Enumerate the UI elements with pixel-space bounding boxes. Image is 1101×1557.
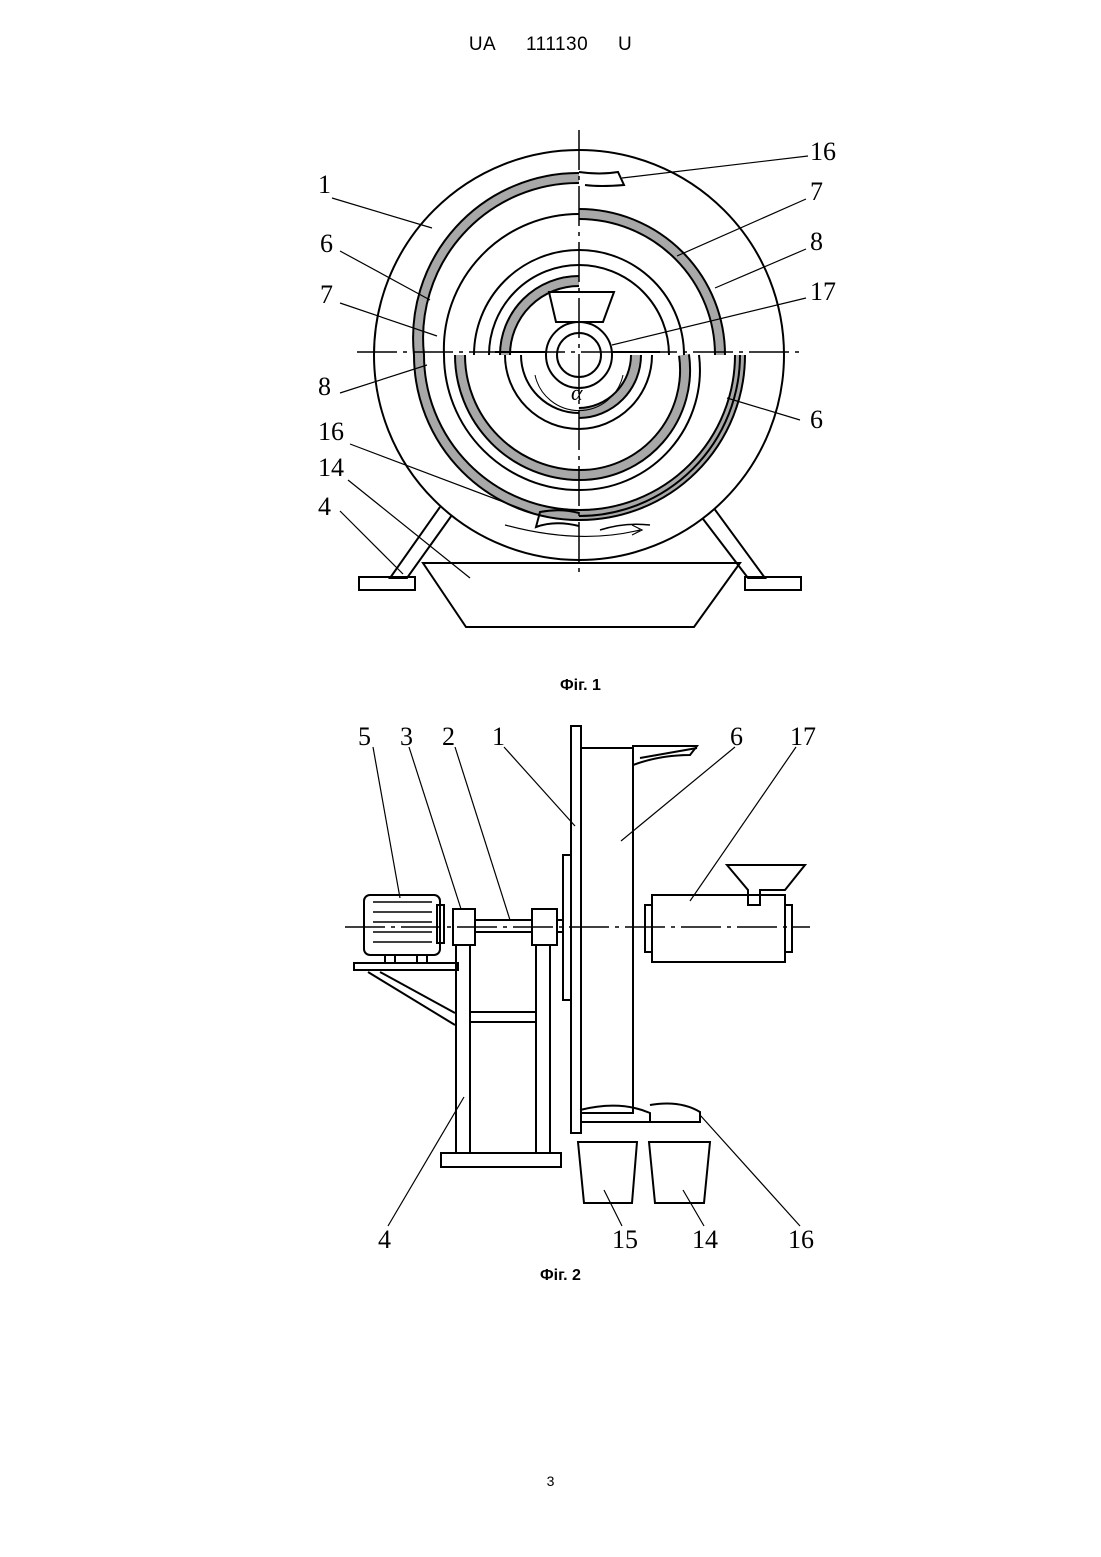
fig2-label-17: 17 <box>790 722 816 751</box>
fig2-label-3: 3 <box>400 722 413 751</box>
fig2-label-4: 4 <box>378 1225 391 1254</box>
page-number: 3 <box>0 1473 1101 1489</box>
fig2-label-2: 2 <box>442 722 455 751</box>
fig2-label-14: 14 <box>692 1225 718 1254</box>
figure-2-drawing: 5 3 2 1 6 17 4 15 14 16 <box>0 0 1101 1300</box>
fig2-label-1: 1 <box>492 722 505 751</box>
fig2-label-6: 6 <box>730 722 743 751</box>
fig2-label-16: 16 <box>788 1225 814 1254</box>
figure-2-caption: Фіг. 2 <box>540 1267 581 1285</box>
fig2-label-5: 5 <box>358 722 371 751</box>
fig2-label-15: 15 <box>612 1225 638 1254</box>
